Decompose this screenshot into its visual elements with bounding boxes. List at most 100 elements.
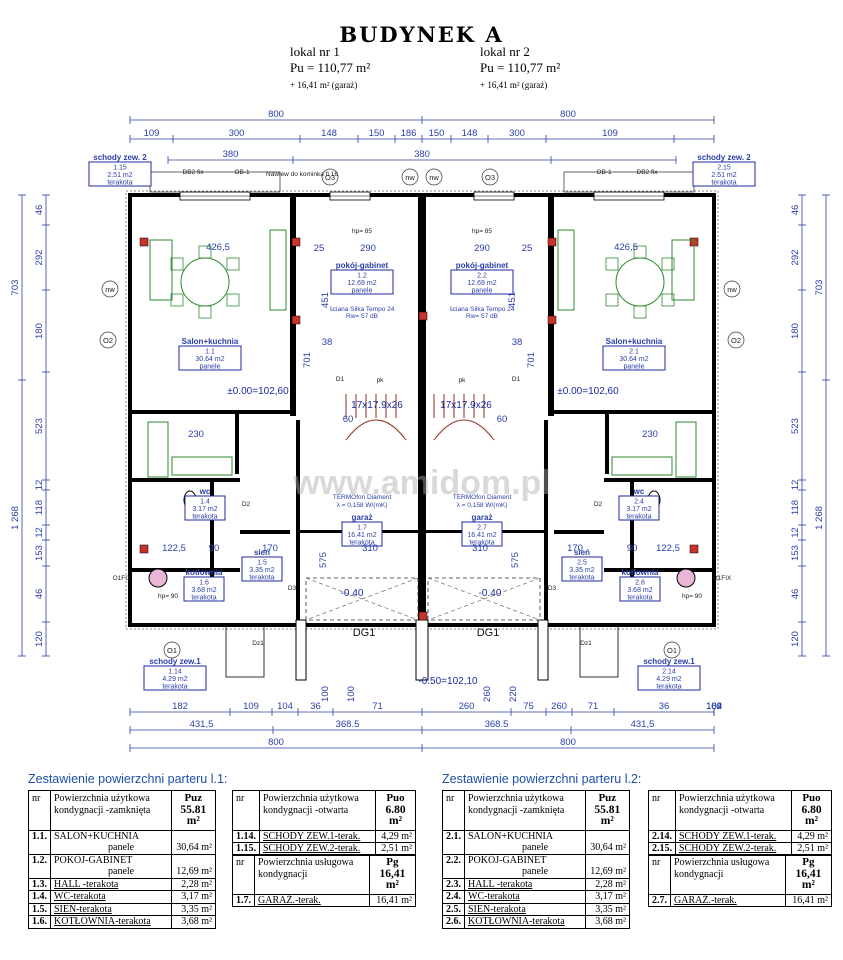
dim-right-label: 46	[790, 205, 801, 216]
inner-dim: 426,5	[206, 242, 230, 253]
chair	[633, 245, 647, 259]
dim-top-row-label: 300	[229, 128, 245, 139]
column	[291, 237, 301, 247]
interior-wall	[130, 410, 290, 414]
header-desc: Powierzchnia użytkowa kondygnacji -zamkn…	[464, 790, 586, 831]
interior-wall	[554, 410, 714, 414]
entrance-steps	[225, 624, 265, 678]
room-box	[637, 665, 701, 691]
header-nr: nr	[442, 790, 465, 831]
unit-area: Pu = 110,77 m²	[480, 60, 561, 75]
level-mark: -0.40	[341, 588, 364, 599]
room-number: 2.6	[635, 580, 645, 587]
tag-circle	[99, 331, 117, 349]
column	[418, 611, 428, 621]
room-box	[184, 495, 226, 521]
dim-top-row-label: 109	[602, 128, 618, 139]
room-area: 3.35 m2	[569, 567, 594, 574]
room-name: pokój-gabinet	[456, 261, 509, 270]
insulation-note: λ = 0,158 W/(mK)	[457, 502, 508, 509]
row-value: 12,69 m²	[170, 853, 217, 879]
dim-bottom-row-label: 36	[659, 701, 670, 712]
insulation-note: TERMOfon Diament	[333, 494, 392, 501]
dim-bottom-row-label: 104	[277, 701, 293, 712]
interior-wall	[130, 568, 240, 572]
inner-dim: 426,5	[614, 242, 638, 253]
sofa	[671, 239, 695, 301]
unit-name: lokal nr 1	[290, 44, 340, 59]
header-desc: Powierzchnia usługowa kondygnacji	[670, 854, 786, 895]
insulation-note: TERMOfon Diament	[453, 494, 512, 501]
tag-label: O1FIX	[713, 575, 732, 582]
room-name: schody zew.1	[643, 657, 695, 666]
dim-bottom-row-label: 71	[372, 701, 383, 712]
terrace-steps	[149, 171, 281, 193]
room-material: panele	[623, 364, 644, 371]
header-nr: nr	[28, 790, 51, 831]
tag-label: DG1	[353, 627, 376, 639]
inner-dim: 230	[642, 429, 658, 440]
column	[547, 237, 557, 247]
tag-label: DB2 fix	[637, 169, 659, 176]
inner-dim: 90	[627, 543, 638, 554]
room-number: 2.4	[634, 499, 644, 506]
row-value: 2,28 m²	[170, 877, 217, 891]
tag-circle	[101, 280, 119, 298]
row-nr: 1.7.	[232, 893, 255, 907]
table-row: 2.6. KOTŁOWNIA-terakota 3,68 m²	[442, 915, 631, 929]
plan-details	[147, 171, 697, 678]
table-row: 2.5. SIEŃ-terakota 3,35 m²	[442, 902, 631, 916]
dim-right-label: 12	[790, 480, 801, 491]
room-name: kotłownia	[622, 568, 659, 577]
wall-note: Rw= 57 dB	[346, 313, 378, 320]
walls	[125, 190, 719, 681]
level-mark: ±0.00=102,60	[557, 386, 619, 397]
inner-dim: 701	[302, 352, 313, 368]
dim-right-label: 46	[790, 589, 801, 600]
inner-dim: 122,5	[162, 543, 186, 554]
room-box	[178, 345, 242, 371]
tag-label: O1	[667, 646, 677, 655]
room-number: 2.1	[629, 349, 639, 356]
row-nr: 2.3.	[442, 877, 465, 891]
dim-bottom-row-label: 104	[706, 701, 722, 712]
room-box	[461, 521, 503, 547]
room-number: 1.1	[205, 349, 215, 356]
room-number: 2.14	[662, 669, 676, 676]
room-name: sień	[254, 548, 270, 557]
room-number: 1.7	[357, 525, 367, 532]
tag-label: hp= 90	[682, 593, 702, 600]
party-wall	[418, 195, 426, 675]
tag-circle	[723, 280, 741, 298]
row-value: 16,41 m²	[784, 893, 833, 907]
tag-label: nw	[105, 285, 115, 294]
table-closed-area: nr Powierzchnia użytkowa kondygnacji -za…	[442, 790, 631, 929]
interior-wall	[290, 410, 296, 416]
section-title-2: Zestawienie powierzchni parteru l.2:	[442, 772, 642, 786]
garage-wall	[415, 619, 429, 681]
room-area: 2.51 m2	[107, 172, 132, 179]
room-box	[618, 495, 660, 521]
room-box	[330, 269, 394, 295]
chair	[605, 257, 619, 271]
interior-wall	[604, 478, 714, 482]
row-nr: 1.14.	[232, 829, 260, 843]
tag-label: Nawiew do kominka fi 16	[266, 171, 338, 178]
inner-dim: 290	[474, 243, 490, 254]
room-number: 2.15	[717, 165, 731, 172]
row-nr: 2.2.	[442, 853, 465, 879]
table-row: 2.14. SCHODY ZEW.1-terak. 4,29 m²	[648, 829, 832, 843]
dim-right-total-label: 1 268	[814, 506, 825, 530]
tag-label: O1FIX	[113, 575, 132, 582]
dim-right-label: 120	[790, 631, 801, 647]
dim-right-total-label: 703	[814, 280, 825, 296]
dim-bottom-mid-label: 368.5	[485, 719, 509, 730]
inner-dim: 100	[320, 686, 331, 702]
room-material: terakota	[107, 180, 132, 187]
